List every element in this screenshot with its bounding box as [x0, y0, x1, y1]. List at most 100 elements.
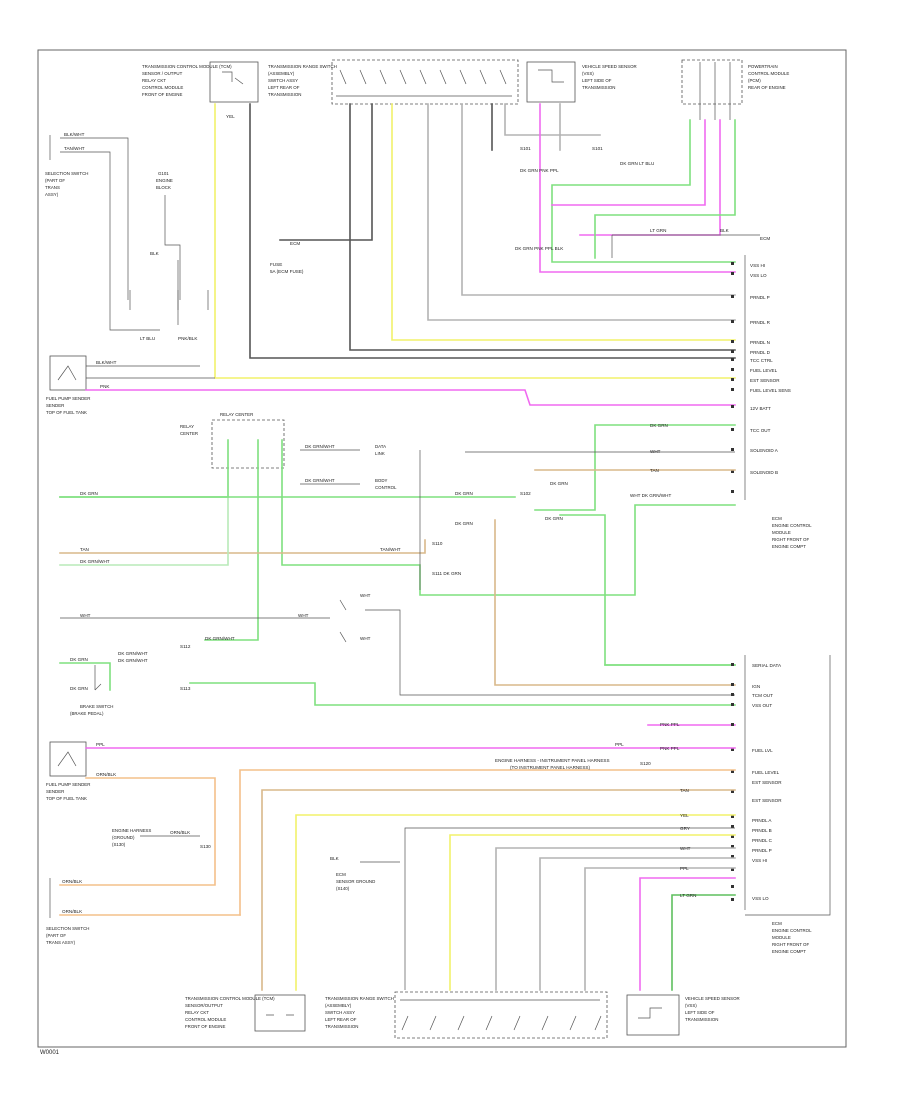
svg-text:SENDER: SENDER: [46, 403, 64, 408]
svg-text:(ASSEMBLY): (ASSEMBLY): [268, 71, 295, 76]
svg-text:WHT DK GRN/WHT: WHT DK GRN/WHT: [630, 493, 671, 498]
svg-text:MODULE: MODULE: [772, 935, 791, 940]
selection-switch-left: SELECTION SWITCH (PART OF TRANS ASSY) BL…: [45, 132, 160, 331]
fuel-pump-bottom-component: FUEL PUMP SENDER SENDER TOP OF FUEL TANK…: [46, 722, 736, 916]
svg-text:BODY: BODY: [375, 478, 388, 483]
svg-text:DK GRN: DK GRN: [455, 521, 473, 526]
trans-range-switch-top: TRANSMISSION RANGE SWITCH (ASSEMBLY) SWI…: [268, 59, 519, 105]
wire-label-mid-4: WHT: [80, 613, 91, 618]
svg-text:SERIAL DATA: SERIAL DATA: [752, 663, 782, 668]
wire-yellow-2: [391, 103, 736, 341]
middle-wires: DK GRN TAN DK GRN/WHT WHT DK GRN DK GRN …: [59, 423, 736, 706]
brake-switch-label: BRAKE SWITCH: [80, 704, 113, 709]
svg-text:PNK PPL: PNK PPL: [660, 746, 680, 751]
svg-text:(PCM): (PCM): [748, 78, 761, 83]
svg-text:VSS LO: VSS LO: [752, 896, 769, 901]
svg-text:ORN/BLK: ORN/BLK: [62, 909, 83, 914]
svg-text:BLK: BLK: [150, 251, 160, 256]
svg-text:SENSOR/OUTPUT: SENSOR/OUTPUT: [185, 1003, 223, 1008]
svg-text:ASSY): ASSY): [45, 192, 59, 197]
svg-text:DATA: DATA: [375, 444, 386, 449]
svg-text:ENGINE HARNESS - INSTRUMENT PA: ENGINE HARNESS - INSTRUMENT PANEL HARNES…: [495, 758, 610, 763]
svg-text:DK GRN/WHT: DK GRN/WHT: [305, 478, 335, 483]
svg-text:TRANSMISSION: TRANSMISSION: [685, 1017, 718, 1022]
wire-label-bot-ppl: PPL: [680, 866, 689, 871]
svg-text:RELAY: RELAY: [180, 424, 194, 429]
wire-gray-bot-2: [539, 857, 736, 991]
svg-text:EST SENSOR: EST SENSOR: [750, 378, 780, 383]
svg-text:ENGINE: ENGINE: [156, 178, 173, 183]
svg-text:DK GRN/WHT: DK GRN/WHT: [205, 636, 235, 641]
svg-text:REAR OF ENGINE: REAR OF ENGINE: [748, 85, 786, 90]
svg-text:TCC CTRL: TCC CTRL: [750, 358, 773, 363]
page-number: W0001: [40, 1050, 60, 1056]
diagram-frame: [37, 49, 847, 1048]
svg-text:LT GRN: LT GRN: [650, 228, 666, 233]
wire-dark-3: [279, 103, 373, 241]
svg-text:ENGINE COMPT: ENGINE COMPT: [772, 949, 806, 954]
wire-label-bot-wht: WHT: [680, 846, 691, 851]
svg-text:RELAY CKT: RELAY CKT: [185, 1010, 209, 1015]
wire-yellow-bot-2: [449, 834, 736, 991]
fuel-pump-top-component: FUEL PUMP SENDER SENDER TOP OF FUEL TANK…: [46, 355, 736, 415]
svg-text:RIGHT FRONT OF: RIGHT FRONT OF: [772, 942, 809, 947]
wire-orange-2: [239, 769, 736, 916]
wire-label-left-1: BLK/WHT: [64, 132, 85, 137]
tcm-bottom-label: TRANSMISSION CONTROL MODULE (TCM): [185, 996, 275, 1001]
svg-text:ECM: ECM: [290, 241, 300, 246]
selection-switch-bottom-label: SELECTION SWITCH: [46, 926, 89, 931]
splice-top-label: S101: [592, 146, 603, 151]
svg-text:TCC OUT: TCC OUT: [750, 428, 771, 433]
svg-text:VSS LO: VSS LO: [750, 273, 767, 278]
svg-text:SENSOR / OUTPUT: SENSOR / OUTPUT: [142, 71, 183, 76]
wire-green-mid-7: [189, 682, 736, 706]
wire-label-bot-yel: YEL: [680, 813, 689, 818]
svg-text:(VSS): (VSS): [685, 1003, 697, 1008]
svg-text:LT BLU: LT BLU: [140, 336, 155, 341]
svg-text:PRNDL P: PRNDL P: [752, 848, 772, 853]
svg-text:TCM OUT: TCM OUT: [752, 693, 773, 698]
svg-text:FUEL LVL: FUEL LVL: [752, 748, 773, 753]
fuel-pump-top-label: FUEL PUMP SENDER: [46, 396, 90, 401]
svg-text:S102: S102: [520, 491, 531, 496]
wire-label-top-1: YEL: [226, 114, 235, 119]
bottom-wires: BLK ECM SENSOR GROUND (S140) TAN YEL GRY…: [261, 788, 736, 991]
svg-text:RELAY CKT: RELAY CKT: [142, 78, 166, 83]
g101-label: G101: [158, 171, 169, 176]
svg-text:TAN/WHT: TAN/WHT: [380, 547, 401, 552]
svg-text:LINK: LINK: [375, 451, 385, 456]
svg-text:EST SENSOR: EST SENSOR: [752, 780, 782, 785]
svg-text:DK GRN: DK GRN: [650, 423, 668, 428]
wire-green-mid-2: [204, 439, 259, 641]
right-label-column-top: VSS HI VSS LO PRNDL P PRNDL R PRNDL N PR…: [731, 255, 812, 549]
wire-label-mid-1: DK GRN: [80, 491, 98, 496]
relay-center-label: RELAY CENTER: [220, 412, 253, 417]
svg-text:(PART OF: (PART OF: [46, 933, 66, 938]
svg-text:EST SENSOR: EST SENSOR: [752, 798, 782, 803]
svg-text:MODULE: MODULE: [772, 530, 791, 535]
brake-switch-component: DK GRN DK GRN/WHT DK GRN/WHT DK GRN BRAK…: [59, 644, 191, 716]
vss-bottom-label: VEHICLE SPEED SENSOR: [685, 996, 740, 1001]
wire-gray-1: [427, 103, 736, 321]
wire-label-left-2: TAN/WHT: [64, 146, 85, 151]
wire-gray-bot-3: [584, 867, 736, 991]
svg-text:DK GRN PNK PPL: DK GRN PNK PPL: [520, 168, 559, 173]
svg-text:PRNDL N: PRNDL N: [750, 340, 770, 345]
wire-pink-fuel-top: [85, 389, 736, 406]
tcm-top-label: TRANSMISSION CONTROL MODULE (TCM): [142, 64, 232, 69]
wire-label-brake: DK GRN: [70, 657, 88, 662]
svg-text:SWITCH ASSY: SWITCH ASSY: [268, 78, 298, 83]
svg-text:DK GRN: DK GRN: [455, 491, 473, 496]
svg-text:S112: S112: [180, 644, 191, 649]
svg-text:VSS HI: VSS HI: [752, 858, 767, 863]
svg-text:TRANS: TRANS: [45, 185, 60, 190]
svg-text:DK GRN: DK GRN: [550, 481, 568, 486]
engine-harness-component: ENGINE HARNESS (GROUND) (S130) ORN/BLK S…: [112, 828, 211, 849]
wire-pink-2: [551, 119, 706, 206]
selection-switch-bottom-component: ORN/BLK ORN/BLK SELECTION SWITCH (PART O…: [46, 878, 89, 945]
wire-label-bot-grn: LT GRN: [680, 893, 696, 898]
svg-text:(PART OF: (PART OF: [45, 178, 65, 183]
wire-green-2: [594, 119, 736, 259]
trans-range-bottom-label: TRANSMISSION RANGE SWITCH: [325, 996, 394, 1001]
